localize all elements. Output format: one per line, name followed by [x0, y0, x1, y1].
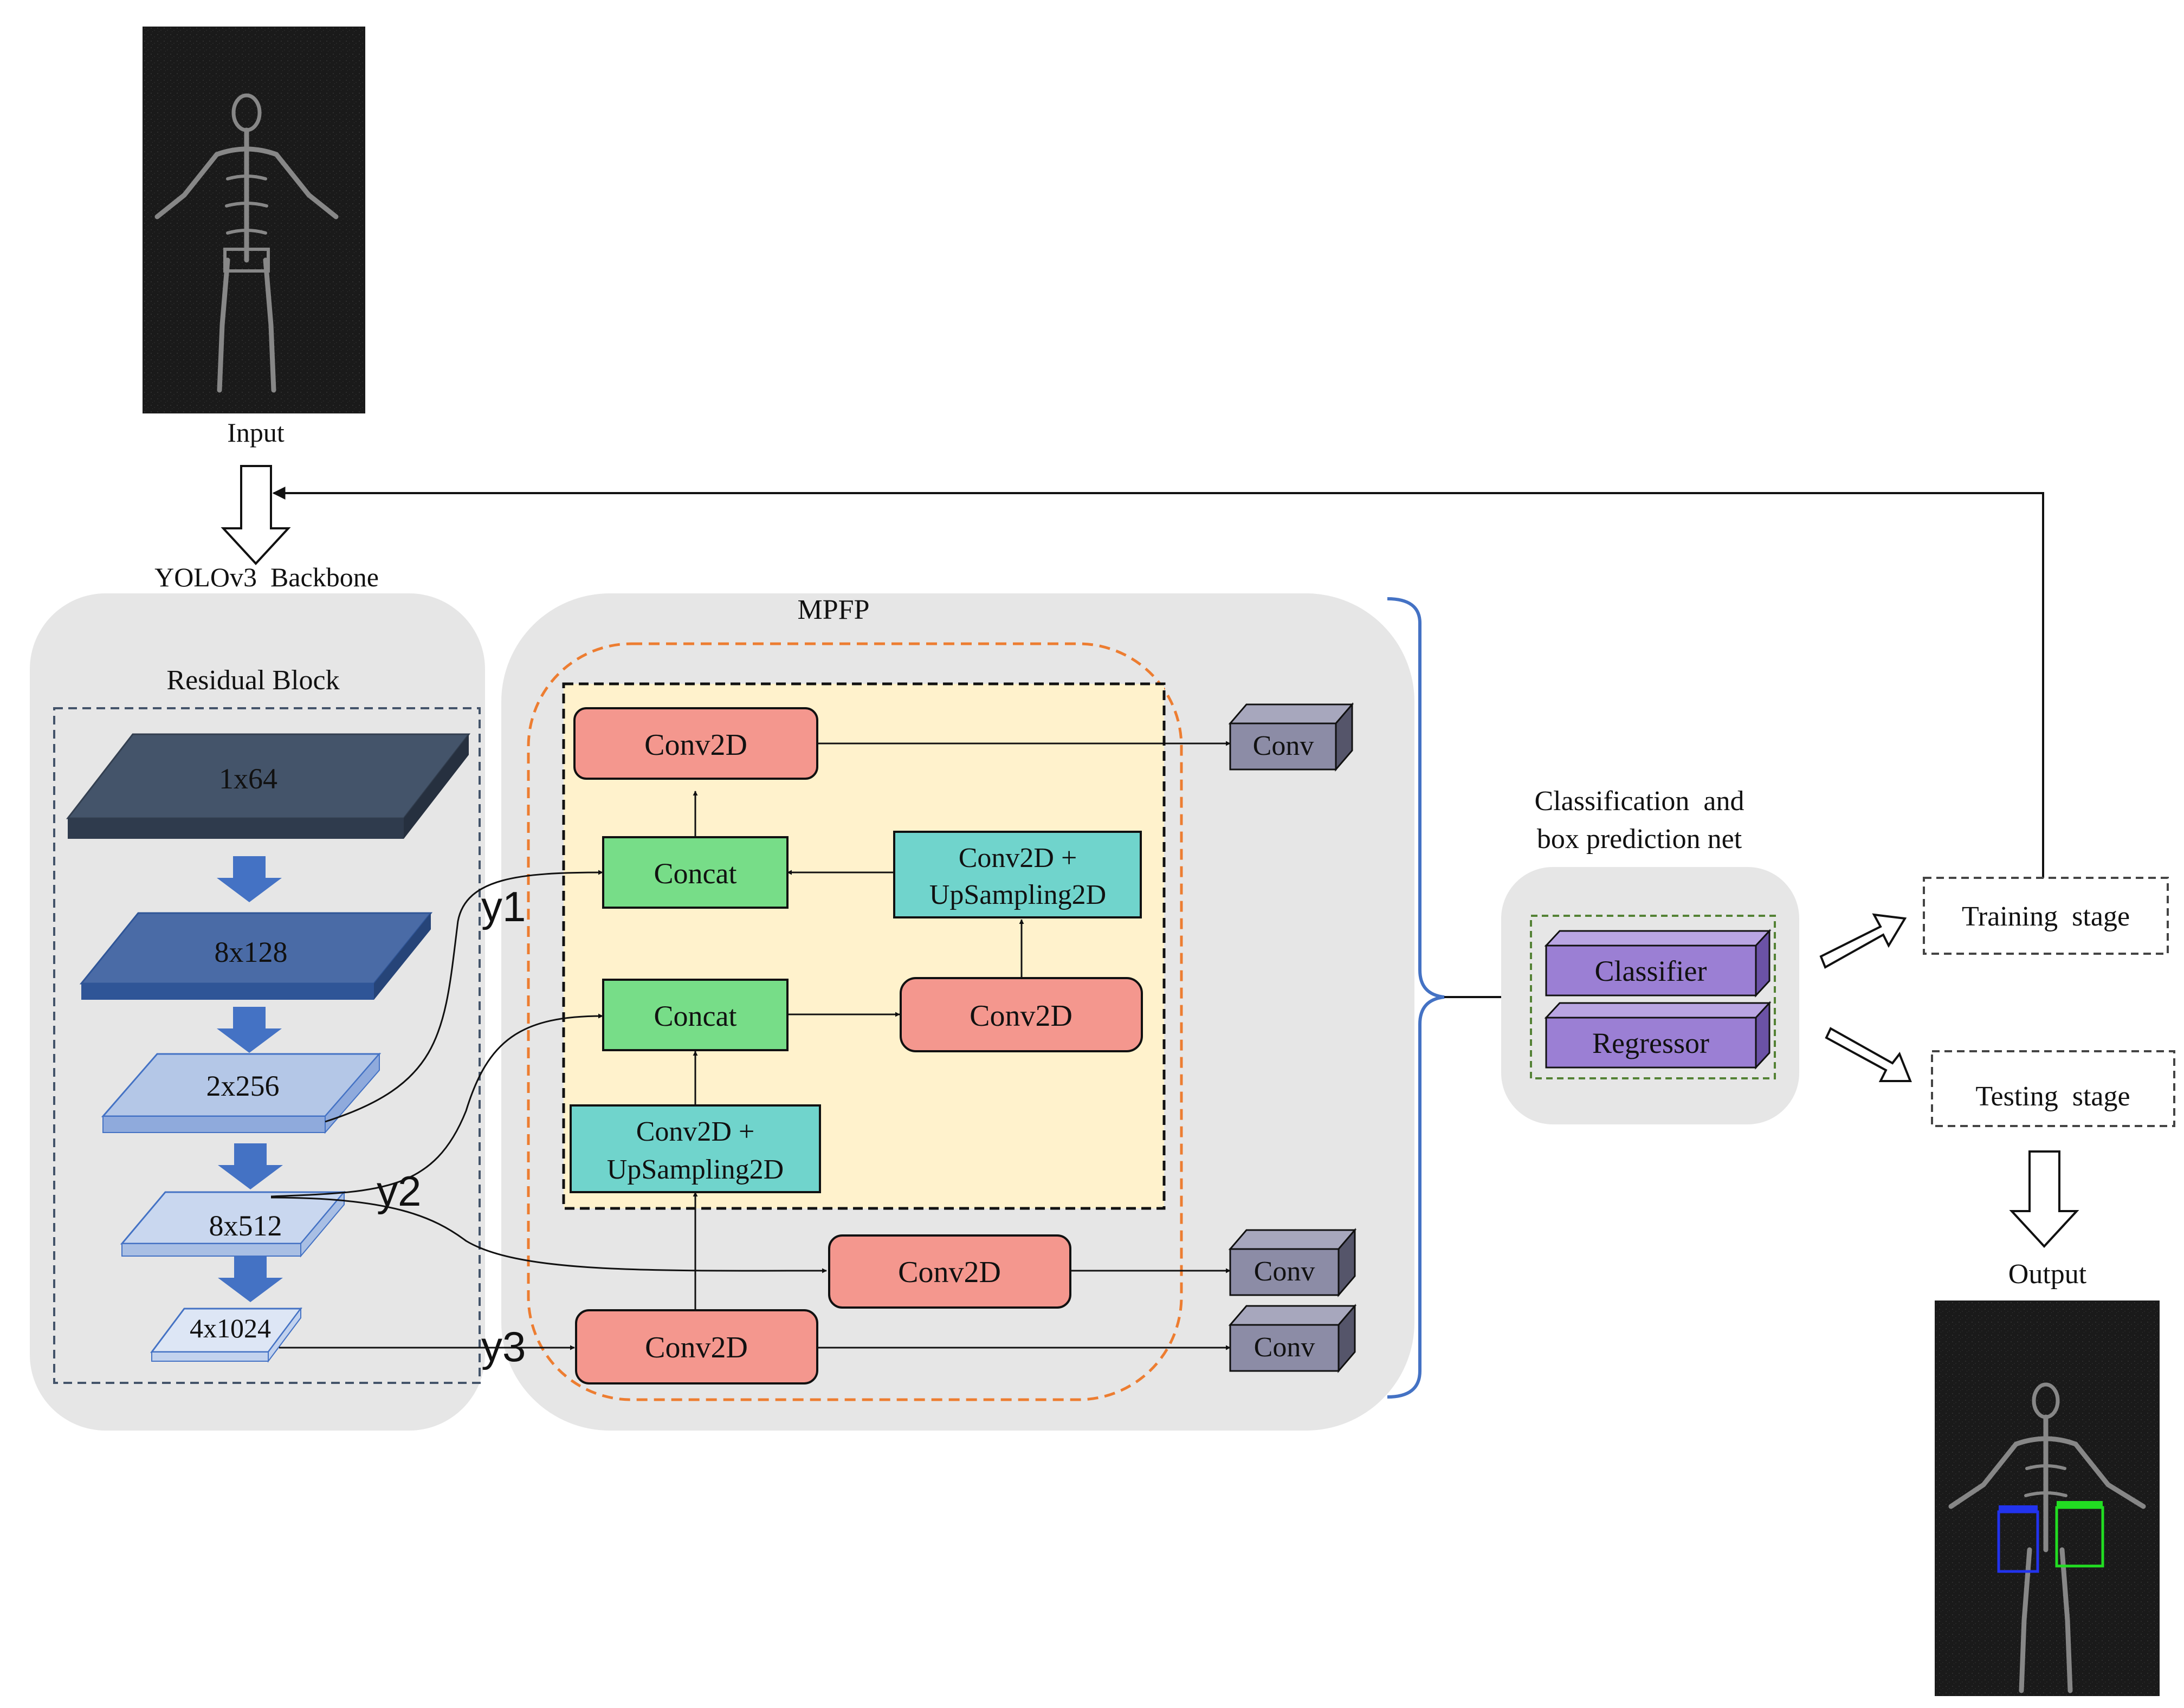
block-label: Conv2D + — [959, 843, 1077, 874]
block-label: Conv — [1254, 1332, 1315, 1363]
y3-label: y3 — [481, 1323, 526, 1370]
prediction-net-title: Classification and — [1534, 786, 1744, 817]
residual-block-title: Residual Block — [166, 665, 339, 696]
input-down-arrow — [221, 465, 291, 565]
block-label: Conv2D — [644, 728, 747, 762]
block-label: UpSampling2D — [607, 1154, 784, 1185]
conv-head-3: Conv — [1228, 1303, 1357, 1374]
output-label: Output — [2008, 1259, 2087, 1290]
layer-label: 4x1024 — [190, 1313, 271, 1343]
hollow-arrow-testing — [1825, 1027, 1912, 1082]
backbone-title: YOLOv3 Backbone — [154, 562, 379, 592]
block-label: Conv2D — [970, 999, 1072, 1033]
backbone-connectors — [270, 870, 827, 1350]
conv-head-2: Conv — [1228, 1227, 1357, 1298]
detection-label-green — [2057, 1501, 2103, 1508]
training-stage-label: Training stage — [1962, 901, 2130, 932]
classifier-block: Classifier — [1544, 929, 1772, 998]
layer-4x1024: 4x1024 — [150, 1307, 302, 1363]
down-arrow-icon — [217, 856, 282, 902]
down-arrow-icon — [218, 1256, 283, 1302]
detection-label-blue — [1999, 1505, 2038, 1512]
concat-lower-block: Concat — [602, 979, 789, 1051]
layer-label: 2x256 — [206, 1070, 280, 1102]
concat-upper-block: Concat — [602, 836, 789, 909]
down-arrow-icon — [217, 1007, 282, 1053]
conv2d-mid-block: Conv2D — [900, 977, 1143, 1052]
block-label: Concat — [654, 1000, 737, 1032]
residual-block-frame — [53, 707, 481, 1384]
block-label: Conv2D — [645, 1331, 748, 1364]
output-down-arrow — [2009, 1150, 2079, 1248]
mpfp-title: MPFP — [798, 594, 870, 625]
layer-2x256: 2x256 — [101, 1052, 382, 1134]
down-arrow-icon — [218, 1143, 283, 1189]
block-label: Conv2D — [898, 1256, 1001, 1289]
output-image — [1935, 1301, 2160, 1696]
layer-label: 8x512 — [209, 1209, 282, 1242]
input-label: Input — [227, 417, 285, 448]
hollow-arrow-training — [1819, 913, 1907, 969]
block-label: Conv2D + — [636, 1116, 755, 1147]
conv-upsample-right-block: Conv2D + UpSampling2D — [893, 831, 1142, 918]
y1-label: y1 — [481, 883, 526, 930]
body-scan-figure — [154, 93, 339, 393]
block-label: Classifier — [1595, 955, 1707, 987]
y2-label: y2 — [377, 1167, 421, 1215]
input-image — [141, 25, 366, 415]
prediction-net-title: box prediction net — [1537, 824, 1742, 855]
testing-stage-box: Testing stage — [1931, 1050, 2175, 1127]
conv-upsample-left-block: Conv2D + UpSampling2D — [570, 1104, 821, 1193]
block-label: Concat — [654, 857, 737, 890]
prediction-net-frame — [1530, 915, 1776, 1079]
body-scan-figure — [1948, 1382, 2146, 1693]
block-label: Conv — [1254, 1256, 1315, 1287]
layer-8x128: 8x128 — [79, 912, 433, 1000]
block-label: UpSampling2D — [929, 879, 1106, 910]
conv-head-1: Conv — [1228, 702, 1354, 772]
training-stage-box: Training stage — [1923, 877, 2169, 955]
layer-label: 8x128 — [215, 936, 288, 968]
feedback-connector — [272, 487, 2044, 878]
conv2d-y2-block: Conv2D — [828, 1234, 1071, 1309]
layer-1x64: 1x64 — [66, 733, 471, 839]
testing-stage-label: Testing stage — [1975, 1081, 2130, 1112]
conv2d-top-block: Conv2D — [573, 707, 818, 780]
layer-label: 1x64 — [219, 762, 277, 795]
block-label: Regressor — [1592, 1027, 1709, 1059]
mpfp-connectors — [693, 741, 1231, 1350]
regressor-block: Regressor — [1544, 1001, 1772, 1070]
conv2d-y3-block: Conv2D — [575, 1309, 818, 1384]
mpfp-frame — [527, 642, 1183, 1401]
block-label: Conv — [1253, 730, 1314, 761]
layer-8x512: 8x512 — [120, 1191, 346, 1258]
